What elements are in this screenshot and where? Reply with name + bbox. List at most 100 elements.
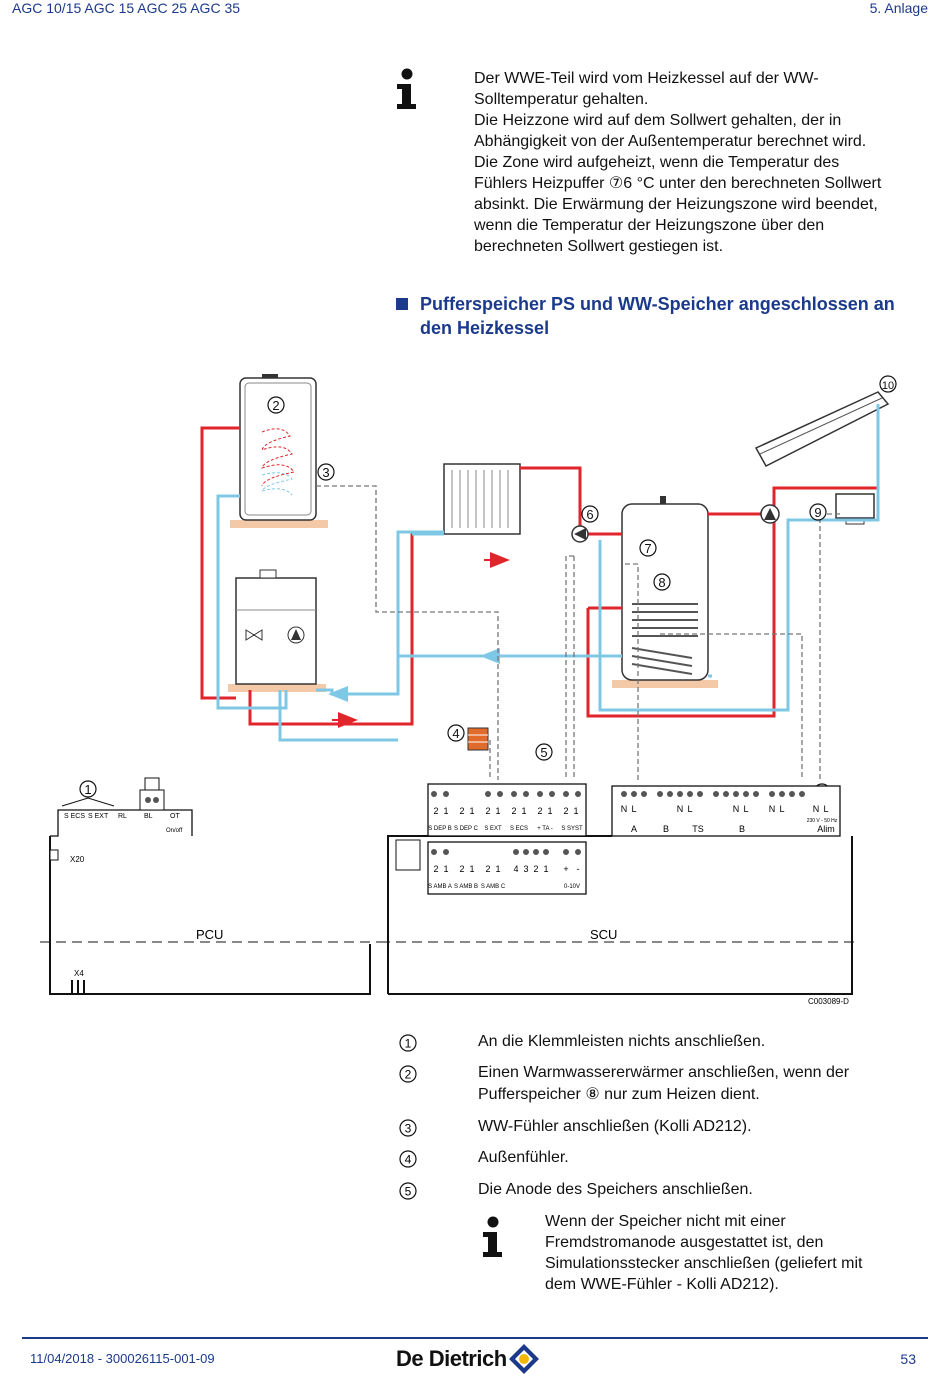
brand-name: De Dietrich — [396, 1346, 507, 1371]
callout-3: 3 — [317, 463, 335, 481]
callout-2: 2 — [267, 396, 285, 414]
svg-text:L: L — [631, 804, 636, 814]
info-line: Solltemperatur gehalten. — [474, 91, 649, 108]
info-line: absinkt. Die Erwärmung der Heizungszone … — [474, 196, 878, 213]
svg-text:A: A — [631, 824, 637, 834]
svg-text:2: 2 — [511, 806, 516, 816]
svg-text:S ECS: S ECS — [510, 826, 528, 832]
svg-text:OT: OT — [170, 813, 180, 820]
note-line: Simulationsstecker anschließen (geliefer… — [545, 1255, 863, 1272]
svg-text:S DEP C: S DEP C — [454, 826, 479, 832]
svg-text:N: N — [813, 804, 820, 814]
callout-9: 9 — [809, 503, 827, 521]
legend-text-2-line1: Einen Warmwassererwärmer anschließen, we… — [478, 1064, 850, 1081]
svg-text:3: 3 — [523, 864, 528, 874]
svg-text:230 V - 50 Hz: 230 V - 50 Hz — [807, 818, 838, 824]
svg-text:4: 4 — [452, 726, 459, 741]
info-line: Die Zone wird aufgeheizt, wenn die Tempe… — [474, 154, 840, 171]
svg-text:1: 1 — [469, 864, 474, 874]
dhw-tank — [239, 374, 317, 521]
svg-text:4: 4 — [513, 864, 518, 874]
info-icon — [483, 1216, 502, 1257]
svg-text:2: 2 — [485, 806, 490, 816]
legend-num-2: 2 — [399, 1065, 417, 1083]
floor-storage — [230, 520, 328, 528]
legend-text-5: Die Anode des Speichers anschließen. — [478, 1181, 753, 1198]
info-line: berechneten Sollwert gestiegen ist. — [474, 238, 724, 255]
info-icon — [397, 68, 416, 109]
callout-10: 10 — [879, 375, 897, 393]
legend-text-4: Außenfühler. — [478, 1149, 569, 1166]
svg-text:S DEP B: S DEP B — [428, 826, 452, 832]
section-title: Pufferspeicher PS und WW-Speicher angesc… — [420, 292, 940, 340]
svg-text:L: L — [743, 804, 748, 814]
svg-text:L: L — [779, 804, 784, 814]
svg-text:8: 8 — [658, 575, 665, 590]
brand-logo-icon — [508, 1344, 539, 1374]
svg-text:-: - — [577, 864, 580, 874]
pcu-board: S ECS S EXT RL BL OT On/off X20 X4 PCU — [40, 777, 380, 995]
section-title-line2: den Heizkessel — [420, 318, 550, 338]
brand-logo: De Dietrich — [396, 1342, 541, 1376]
floor-boiler — [228, 684, 326, 692]
info-line: Fühlers Heizpuffer ⑦6 °C unter den berec… — [474, 175, 882, 192]
scu-label: SCU — [590, 927, 617, 942]
legend-num-1: 1 — [399, 1034, 417, 1052]
note-line: Wenn der Speicher nicht mit einer — [545, 1213, 786, 1230]
svg-text:5: 5 — [540, 745, 547, 760]
outdoor-sensor — [467, 727, 489, 751]
radiator — [443, 463, 521, 535]
svg-text:S SYST: S SYST — [561, 826, 583, 832]
header-right: 5. Anlage — [869, 0, 928, 16]
svg-text:2: 2 — [537, 806, 542, 816]
boiler — [235, 569, 317, 685]
svg-text:2: 2 — [405, 1068, 412, 1082]
floor-buffer — [612, 680, 718, 688]
callout-8: 8 — [653, 573, 671, 591]
svg-text:S EXT: S EXT — [484, 826, 502, 832]
callout-4: 4 — [447, 724, 465, 742]
svg-text:2: 2 — [459, 806, 464, 816]
svg-text:B: B — [663, 824, 669, 834]
svg-text:1: 1 — [495, 806, 500, 816]
svg-text:1: 1 — [469, 806, 474, 816]
svg-text:N: N — [769, 804, 776, 814]
info-line: Die Heizzone wird auf dem Sollwert gehal… — [474, 112, 842, 129]
svg-text:2: 2 — [433, 806, 438, 816]
svg-text:4: 4 — [405, 1153, 412, 1167]
svg-text:9: 9 — [814, 505, 821, 520]
info-line: Der WWE-Teil wird vom Heizkessel auf der… — [474, 70, 819, 87]
svg-text:6: 6 — [586, 507, 593, 522]
section-bullet — [396, 298, 408, 310]
svg-text:S EXT: S EXT — [88, 813, 109, 820]
svg-text:RL: RL — [118, 813, 127, 820]
svg-text:3: 3 — [405, 1122, 412, 1136]
svg-text:B: B — [739, 824, 745, 834]
svg-text:1: 1 — [443, 864, 448, 874]
legend-text-1: An die Klemmleisten nichts anschließen. — [478, 1033, 766, 1050]
svg-text:1: 1 — [84, 782, 91, 797]
callout-6: 6 — [581, 505, 599, 523]
svg-text:7: 7 — [644, 541, 651, 556]
callout-5: 5 — [535, 743, 553, 761]
info-line: Abhängigkeit von der Außentemperatur ber… — [474, 133, 867, 150]
svg-text:1: 1 — [543, 864, 548, 874]
callout-7: 7 — [639, 539, 657, 557]
svg-text:2: 2 — [485, 864, 490, 874]
svg-text:Alim: Alim — [817, 824, 835, 834]
legend-text-2-line2: Pufferspeicher ⑧ nur zum Heizen dient. — [478, 1086, 760, 1103]
svg-text:S AMB C: S AMB C — [481, 884, 506, 890]
svg-text:1: 1 — [573, 806, 578, 816]
section-title-line1: Pufferspeicher PS und WW-Speicher angesc… — [420, 294, 895, 314]
svg-text:1: 1 — [547, 806, 552, 816]
legend-num-3: 3 — [399, 1119, 417, 1137]
legend-num-4: 4 — [399, 1150, 417, 1168]
hydraulic-wiring-diagram: 2 3 6 7 8 9 10 4 5 1 1 1 S ECS S EXT RL B… — [40, 374, 897, 1006]
svg-text:X4: X4 — [74, 969, 84, 978]
solar-collector — [754, 391, 890, 467]
header-left: AGC 10/15 AGC 15 AGC 25 AGC 35 — [12, 0, 241, 16]
svg-text:2: 2 — [272, 398, 279, 413]
svg-text:2: 2 — [433, 864, 438, 874]
svg-text:2: 2 — [563, 806, 568, 816]
svg-text:S AMB A: S AMB A — [428, 884, 452, 890]
